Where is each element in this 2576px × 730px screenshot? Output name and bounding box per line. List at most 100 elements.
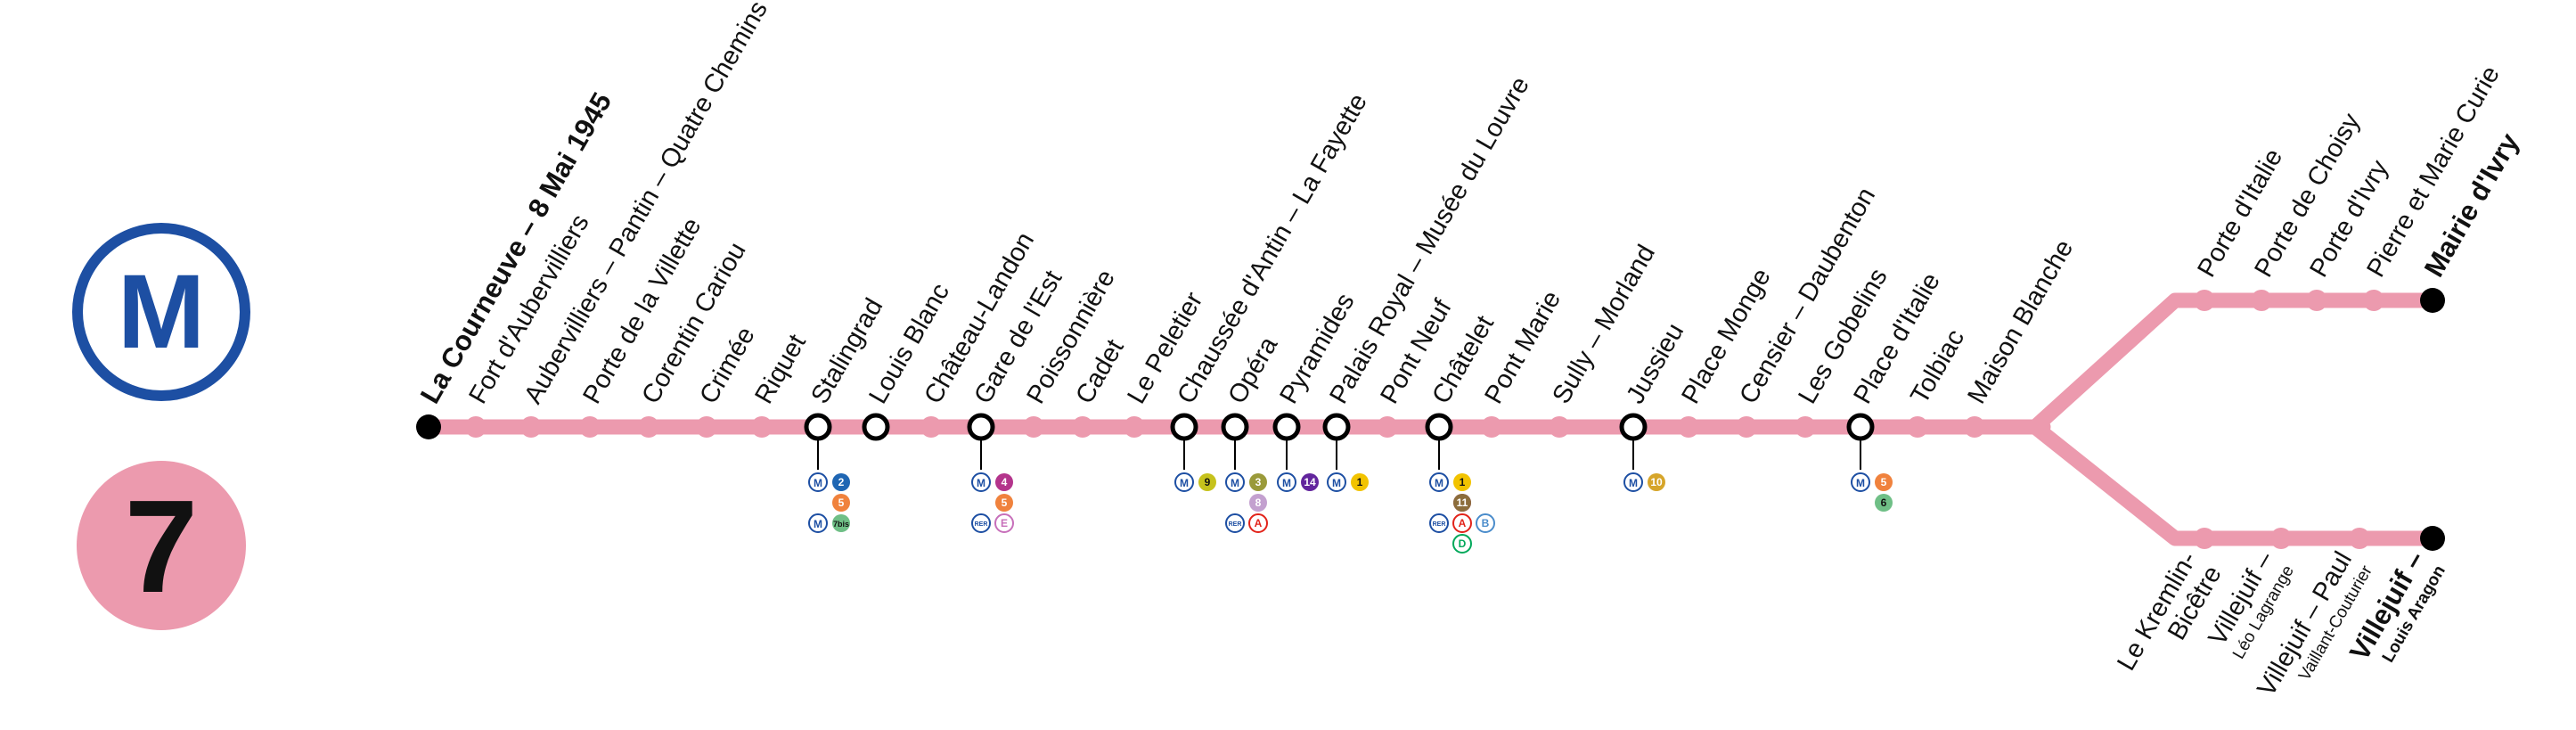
metro-logo: M: [72, 223, 250, 401]
station-marker: [2349, 528, 2370, 549]
line-badge-number: 11: [1457, 496, 1468, 509]
station-name: Riquet: [749, 330, 812, 409]
line-badge-number: 5: [1881, 476, 1887, 488]
station-name: Tolbiac: [1905, 324, 1970, 408]
station-marker: [751, 416, 773, 438]
metro-logo-ring: [72, 223, 250, 401]
line-badge-A: A: [1452, 513, 1472, 533]
rer-badge-letter: B: [1482, 517, 1490, 529]
metro-symbol-icon: M: [808, 513, 828, 533]
station-marker: [1023, 416, 1044, 438]
track-upper-branch: [2027, 292, 2441, 435]
metro-symbol-icon: M: [808, 472, 828, 492]
line-badge-number: 8: [1255, 496, 1262, 509]
metro-symbol-letter: M: [1180, 477, 1189, 489]
station-marker: [465, 416, 487, 438]
terminus-marker: [2420, 288, 2445, 313]
station-marker: [2194, 528, 2215, 549]
station-marker: [579, 416, 601, 438]
line-badge-1: 1: [1453, 473, 1471, 491]
station-marker: [520, 416, 542, 438]
line-badge-number: 3: [1255, 476, 1262, 488]
rer-symbol-label: RER: [1433, 521, 1446, 528]
station-name: Le Kremlin-Bicêtre: [2112, 547, 2228, 690]
metro-symbol-icon: M: [1327, 472, 1346, 492]
metro-symbol-letter: M: [1282, 477, 1291, 489]
line-badge-number: 6: [1881, 496, 1887, 509]
metro-symbol-letter: M: [1856, 477, 1865, 489]
rer-symbol-label: RER: [1229, 521, 1242, 528]
metro-symbol-icon: M: [1851, 472, 1870, 492]
metro-symbol-icon: M: [1429, 472, 1449, 492]
line-badge-8: 8: [1249, 494, 1267, 512]
interchange-marker: [1221, 413, 1249, 441]
line-badge-5: 5: [1875, 473, 1893, 491]
station-marker: [1124, 416, 1145, 438]
station: Pont Marie: [1479, 286, 1566, 438]
line-badge-7bis: 7bis: [832, 514, 850, 532]
line-badge-A: A: [1248, 513, 1268, 533]
line-badge-number: 5: [1002, 496, 1008, 509]
line-badge-2: 2: [832, 473, 850, 491]
station-name: Maison Blanche: [1962, 235, 2079, 409]
rer-badge-letter: A: [1459, 517, 1467, 529]
station-marker: [2363, 290, 2384, 311]
rer-symbol-icon: RER: [1225, 513, 1245, 533]
line-badge-10: 10: [1648, 473, 1665, 491]
station-marker: [638, 416, 659, 438]
station-marker: [1481, 416, 1502, 438]
line-badge-3: 3: [1249, 473, 1267, 491]
station: Le Kremlin-Bicêtre: [2112, 528, 2228, 690]
station-marker: [2270, 528, 2292, 549]
interchange-marker: [1272, 413, 1301, 441]
metro-logo-letter: M: [118, 253, 205, 371]
interchange-marker: [862, 413, 890, 441]
metro-symbol-letter: M: [814, 477, 822, 489]
station-marker: [1377, 416, 1398, 438]
terminus-marker: [2420, 526, 2445, 551]
station-marker: [2194, 290, 2215, 311]
line-badge-number: 4: [1002, 476, 1008, 488]
line-badge-number: 1: [1357, 476, 1363, 488]
line-badge-11: 11: [1453, 494, 1471, 512]
metro-symbol-letter: M: [1332, 477, 1341, 489]
line-number-disc: [77, 461, 246, 630]
rer-symbol-icon: RER: [971, 513, 991, 533]
rer-badge-letter: D: [1459, 537, 1467, 550]
interchange-marker: [1619, 413, 1648, 441]
interchange-marker: [1170, 413, 1198, 441]
line-badge-number: 1: [1460, 476, 1466, 488]
terminus-marker: [416, 414, 441, 439]
line-badge-number: 10: [1650, 476, 1663, 488]
line-badge-4: 4: [995, 473, 1013, 491]
track-lower-branch: [2027, 419, 2441, 546]
line-badge-number: 7bis: [833, 520, 849, 529]
metro-symbol-letter: M: [1435, 477, 1443, 489]
line-badge-number: 2: [838, 476, 845, 488]
station-marker: [1964, 416, 1985, 438]
station-marker: [1795, 416, 1816, 438]
line-badge-5: 5: [995, 494, 1013, 512]
connections: M25M7bisM45REREM9M38RERAM14M1M141114RERA…: [808, 439, 1893, 554]
line-badge-number: 9: [1205, 476, 1211, 488]
station-marker: [1072, 416, 1093, 438]
station-marker: [920, 416, 942, 438]
station-marker: [2251, 290, 2272, 311]
metro-symbol-icon: M: [971, 472, 991, 492]
metro-symbol-letter: M: [1629, 477, 1638, 489]
metro-symbol-letter: M: [814, 518, 822, 530]
interchange-marker: [1322, 413, 1351, 441]
metro-symbol-icon: M: [1174, 472, 1194, 492]
metro-symbol-letter: M: [977, 477, 985, 489]
station-marker: [2306, 290, 2327, 311]
metro-symbol-icon: M: [1277, 472, 1296, 492]
station-marker: [696, 416, 717, 438]
interchange-marker: [804, 413, 832, 441]
station: Villejuif – PaulVaillant-Couturier: [2253, 528, 2376, 701]
rer-badge-letter: A: [1255, 517, 1263, 529]
metro-symbol-icon: M: [1623, 472, 1643, 492]
station-marker: [1907, 416, 1928, 438]
interchange-marker: [1846, 413, 1875, 441]
